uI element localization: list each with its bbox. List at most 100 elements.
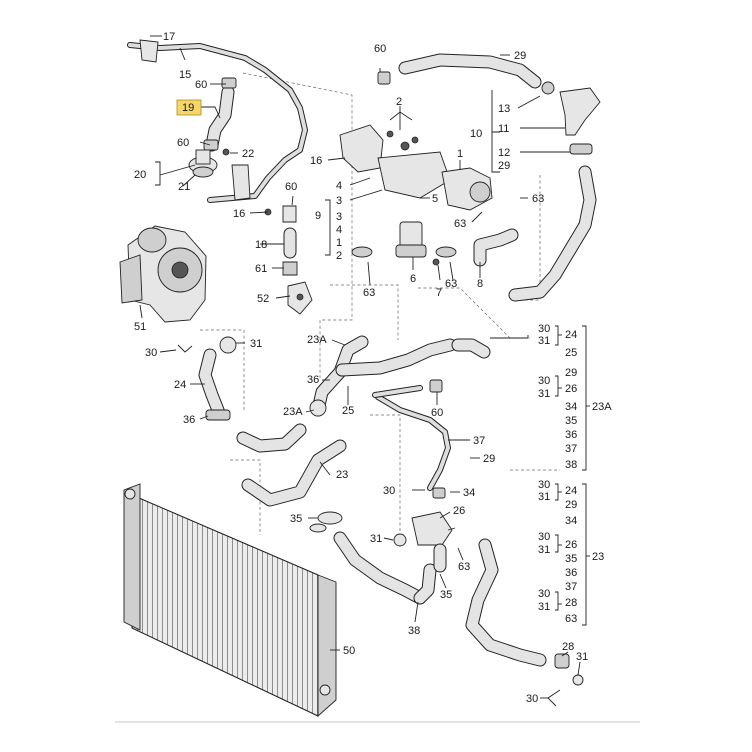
callout-7[interactable]: 7 [436,287,442,299]
callout-5[interactable]: 5 [432,193,438,205]
callout-4[interactable]: 4 [336,224,342,236]
callout-15[interactable]: 15 [179,69,191,81]
callout-17[interactable]: 17 [163,31,175,43]
upper-hose [377,53,542,89]
callout-9[interactable]: 9 [315,210,321,222]
hose-lower-right [465,538,584,707]
callout-35[interactable]: 35 [290,513,302,525]
callout-60[interactable]: 60 [374,43,386,55]
bracket-row-label: 26 [565,539,577,551]
callout-2[interactable]: 2 [336,250,342,262]
callout-18[interactable]: 18 [255,239,267,251]
callout-24[interactable]: 24 [174,379,186,391]
callout-28[interactable]: 28 [562,641,574,653]
callout-8[interactable]: 8 [477,278,483,290]
callout-12[interactable]: 12 [498,147,510,159]
bracket-group-label-23A[interactable]: 23A [592,401,612,413]
callout-61[interactable]: 61 [255,263,267,275]
callout-26[interactable]: 26 [453,505,465,517]
leader-lines [139,35,581,699]
hose-38 [333,531,447,605]
callout-63[interactable]: 63 [363,287,375,299]
bracket-group-23A [555,325,590,471]
callout-50[interactable]: 50 [343,645,355,657]
callout-37[interactable]: 37 [473,435,485,447]
callout-30[interactable]: 30 [145,347,157,359]
callout-60[interactable]: 60 [431,407,443,419]
bracket-row-label: 63 [565,613,577,625]
callout-16[interactable]: 16 [310,155,322,167]
coolant-pump-assembly [339,124,493,211]
bracket-row-label: 31 [538,601,550,613]
callout-1[interactable]: 1 [336,237,342,249]
callout-29[interactable]: 29 [483,453,495,465]
bracket-row-label: 37 [565,443,577,455]
callout-30[interactable]: 30 [526,693,538,705]
callout-35[interactable]: 35 [440,589,452,601]
callout-38[interactable]: 38 [408,625,420,637]
valve-6 [351,221,457,266]
coolant-pipe-15 [127,39,308,203]
bracket-group-label-23[interactable]: 23 [592,551,604,563]
callout-22[interactable]: 22 [242,148,254,160]
callout-16[interactable]: 16 [233,208,245,220]
clamp-35 [309,511,343,533]
highlight-callout-19-box [176,99,202,116]
bracket-row-label: 31 [538,544,550,556]
callout-3[interactable]: 3 [336,211,342,223]
callout-63[interactable]: 63 [445,278,457,290]
bracket-group-23 [555,483,590,626]
callout-63[interactable]: 63 [458,561,470,573]
bracket-row-label: 36 [565,429,577,441]
bracket-row-label: 30 [538,375,550,387]
callout-51[interactable]: 51 [134,321,146,333]
bracket-row-label: 29 [565,367,577,379]
callout-4[interactable]: 4 [336,180,342,192]
callout-31[interactable]: 31 [250,338,262,350]
callout-36[interactable]: 36 [183,414,195,426]
callout-60[interactable]: 60 [195,79,207,91]
bracket-row-label: 35 [565,553,577,565]
callout-10[interactable]: 10 [470,128,482,140]
bracket-row-label: 34 [565,515,577,527]
bracket-row-label: 29 [565,499,577,511]
callout-1[interactable]: 1 [457,148,463,160]
callout-21[interactable]: 21 [178,181,190,193]
callout-29[interactable]: 29 [514,50,526,62]
callout-20[interactable]: 20 [134,169,146,181]
bracket-row-label: 30 [538,531,550,543]
callout-36[interactable]: 36 [307,374,319,386]
bracket-row-label: 31 [538,335,550,347]
callout-23A[interactable]: 23A [307,334,327,346]
bracket-row-label: 31 [538,491,550,503]
pipe-37 [372,379,451,491]
clip-30-left [177,344,193,353]
bracket-row-label: 31 [538,388,550,400]
bracket-row-label: 30 [538,479,550,491]
callout-labels: 17 15 60 19 60 22 20 21 16 60 16 18 61 5… [134,31,588,705]
callout-52[interactable]: 52 [257,293,269,305]
callout-34[interactable]: 34 [463,487,475,499]
bracket-row-label: 35 [565,415,577,427]
callout-25[interactable]: 25 [342,405,354,417]
callout-31[interactable]: 31 [370,533,382,545]
callout-19[interactable]: 19 [182,102,194,114]
callout-60[interactable]: 60 [285,181,297,193]
callout-2[interactable]: 2 [396,96,402,108]
hoses-23A [236,335,491,507]
callout-30[interactable]: 30 [383,485,395,497]
callout-29[interactable]: 29 [498,160,510,172]
callout-31[interactable]: 31 [576,651,588,663]
callout-6[interactable]: 6 [410,273,416,285]
callout-23A[interactable]: 23A [283,406,303,418]
bracket-row-label: 26 [565,383,577,395]
coolant-valve-11 [541,81,601,155]
callout-11[interactable]: 11 [498,123,509,135]
bracket-row-label: 34 [565,401,577,413]
callout-13[interactable]: 13 [498,103,510,115]
callout-60[interactable]: 60 [177,137,189,149]
callout-23[interactable]: 23 [336,469,348,481]
callout-3[interactable]: 3 [336,195,342,207]
callout-63[interactable]: 63 [454,218,466,230]
callout-63[interactable]: 63 [532,193,544,205]
